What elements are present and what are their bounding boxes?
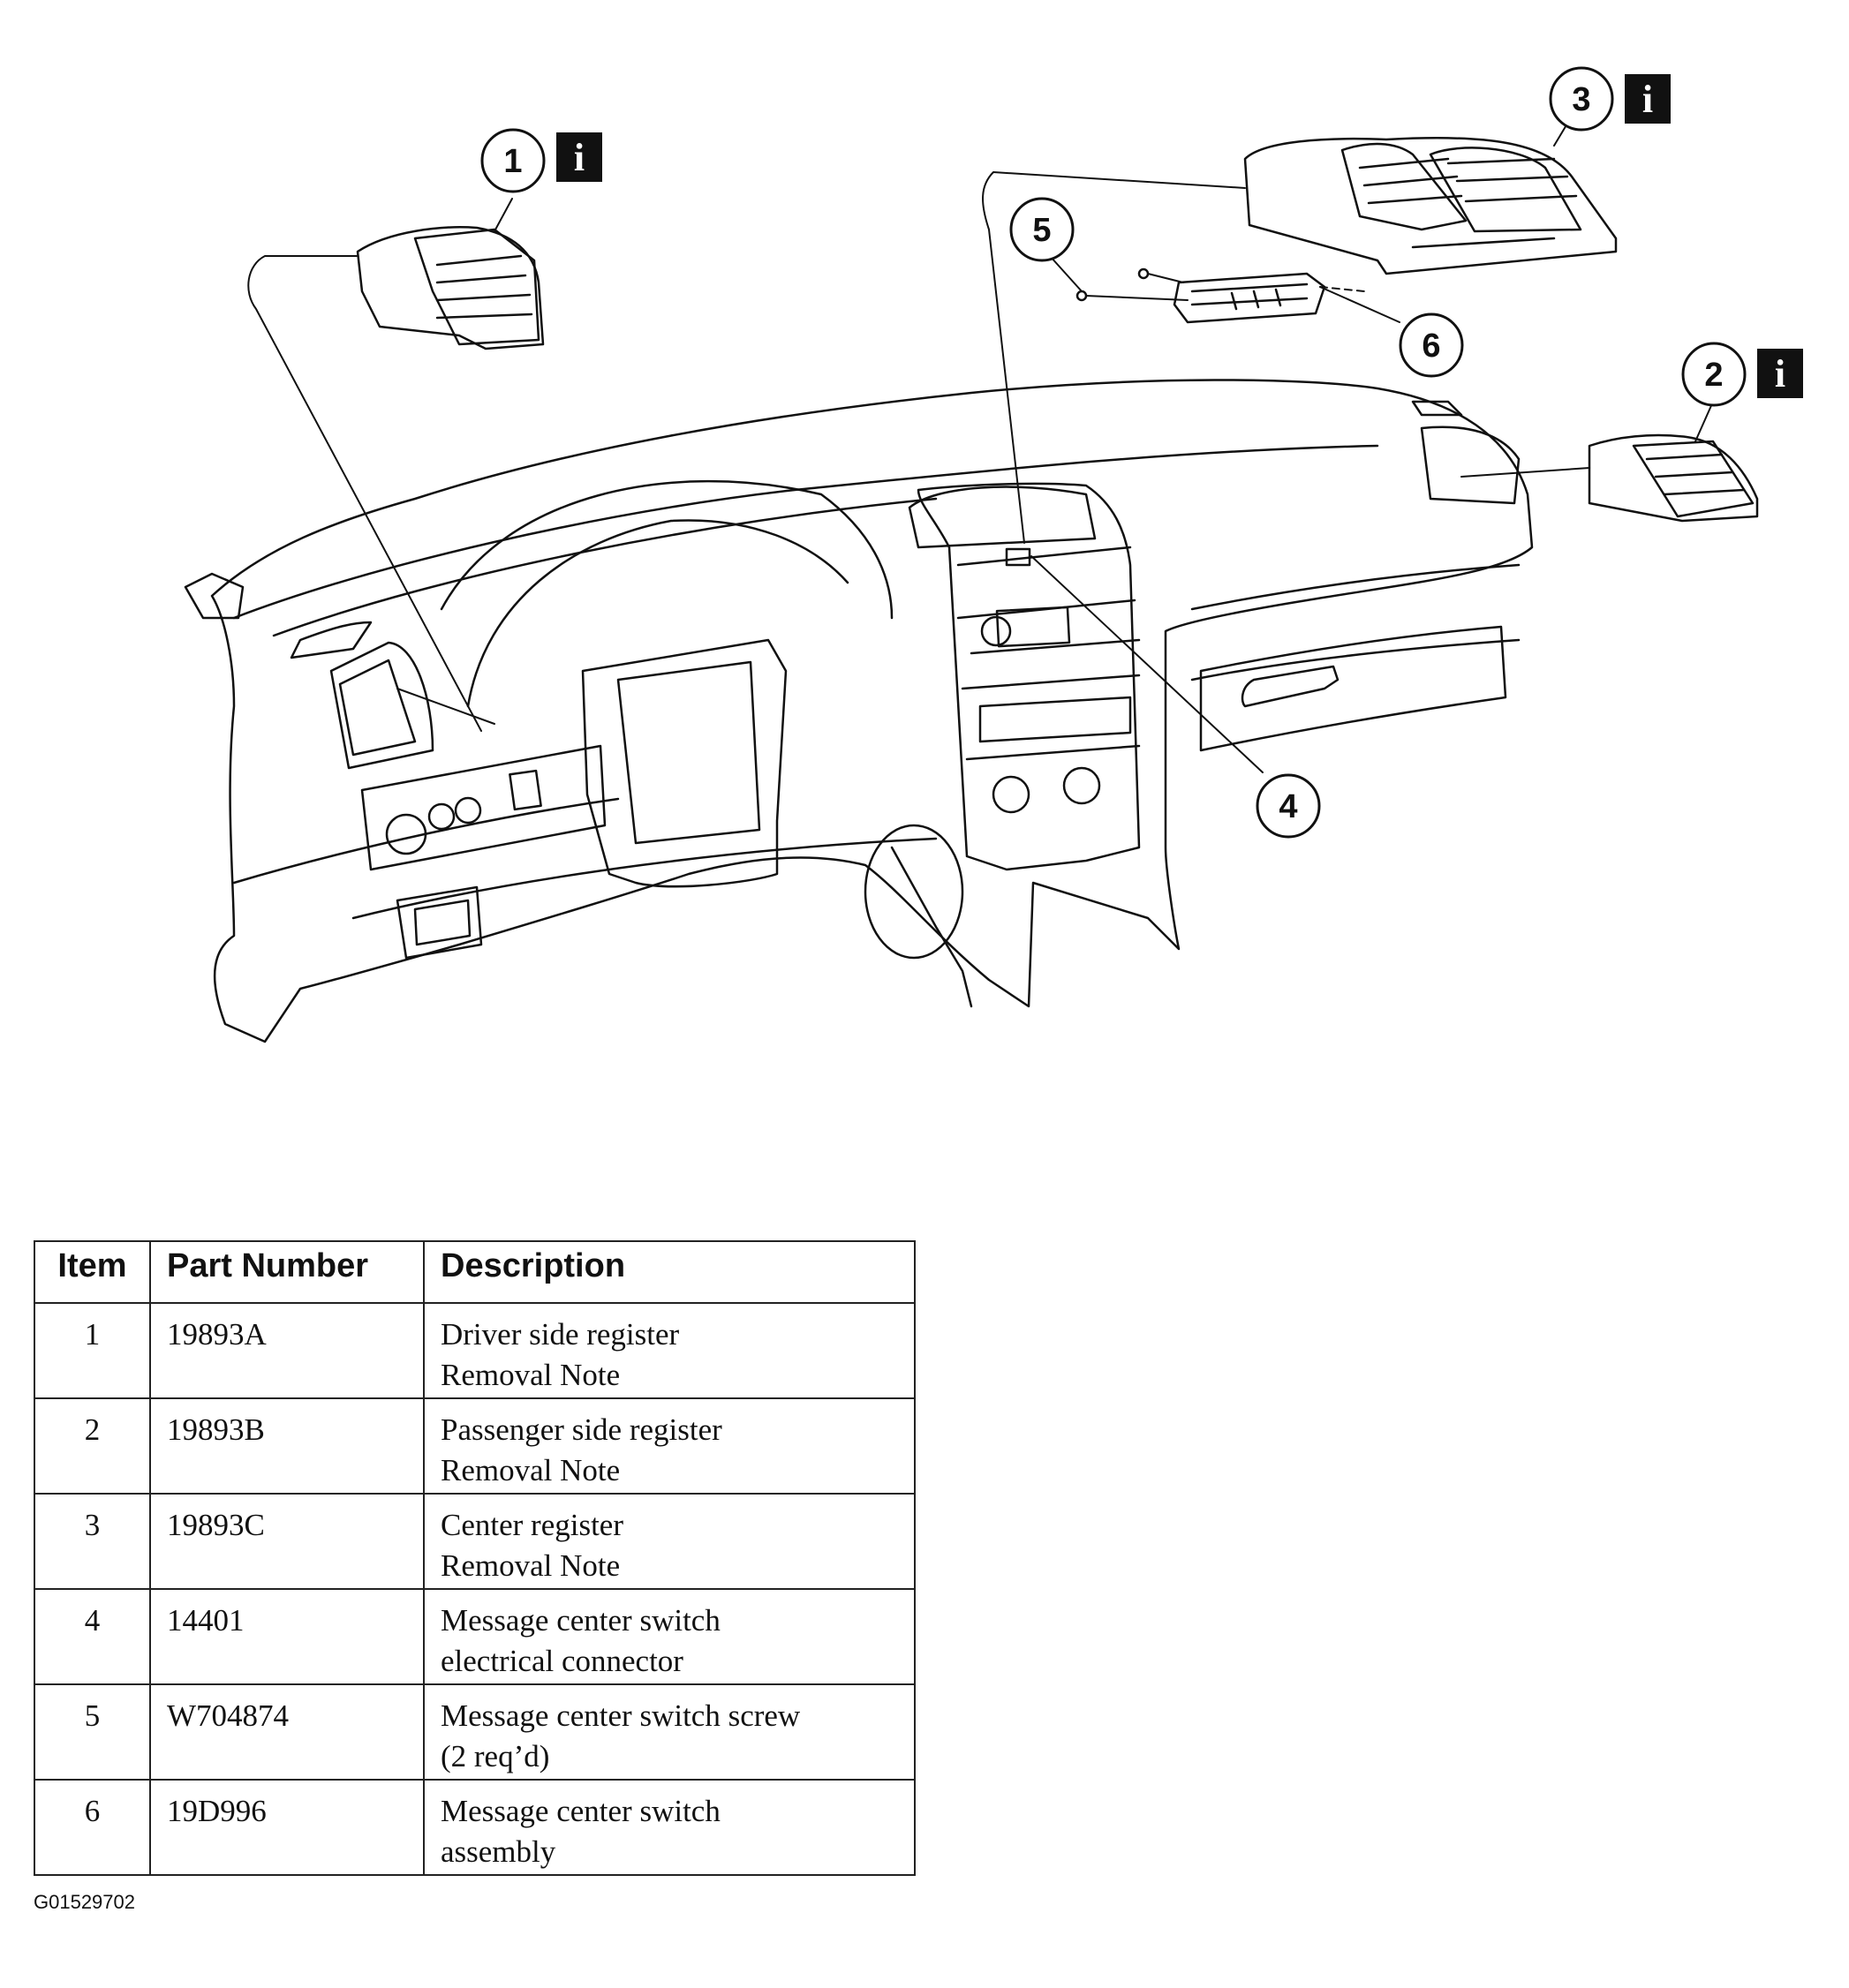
info-icon-glyph: i — [1642, 78, 1653, 121]
description-line: Center register — [441, 1508, 623, 1542]
header-item: Item — [34, 1240, 151, 1304]
cell-description: Center register Removal Note — [423, 1493, 916, 1590]
callout-3: 3 i — [1549, 66, 1671, 132]
cell-item: 2 — [34, 1397, 151, 1495]
callout-6-number: 6 — [1422, 328, 1440, 365]
cell-part-number: 19D996 — [149, 1779, 425, 1876]
callout-3-number: 3 — [1572, 81, 1590, 118]
description-line: Message center switch — [441, 1603, 721, 1638]
description-line: Passenger side register — [441, 1412, 722, 1447]
table-row: 5 W704874 Message center switch screw (2… — [34, 1683, 916, 1781]
table-row: 6 19D996 Message center switch assembly — [34, 1779, 916, 1876]
info-icon — [1625, 74, 1671, 124]
cell-item: 1 — [34, 1302, 151, 1399]
instrument-panel-diagram: 1 i 2 i 3 i 4 5 6 — [184, 66, 1803, 1043]
callout-5: 5 — [1009, 197, 1075, 262]
callout-6: 6 — [1399, 313, 1464, 378]
parts-table: Item Part Number Description 1 19893A Dr… — [34, 1240, 916, 1876]
table-header-row: Item Part Number Description — [34, 1240, 916, 1304]
description-line: Driver side register — [441, 1317, 680, 1352]
callout-2-number: 2 — [1704, 357, 1723, 394]
message-center-switch-connector — [1005, 547, 1031, 567]
callout-1-number: 1 — [503, 143, 522, 180]
cell-item: 4 — [34, 1588, 151, 1685]
info-icon-glyph: i — [574, 136, 585, 179]
header-part-number: Part Number — [149, 1240, 425, 1304]
cell-description: Message center switch screw (2 req’d) — [423, 1683, 916, 1781]
cell-description: Passenger side register Removal Note — [423, 1397, 916, 1495]
passenger-side-register — [1588, 433, 1759, 523]
callout-4-number: 4 — [1279, 788, 1297, 825]
description-line: Message center switch — [441, 1794, 721, 1828]
cell-part-number: W704874 — [149, 1683, 425, 1781]
description-line: assembly — [441, 1834, 556, 1869]
callout-1: 1 i — [480, 128, 602, 193]
cell-description: Driver side register Removal Note — [423, 1302, 916, 1399]
instrument-panel — [184, 379, 1534, 1043]
description-line: Removal Note — [441, 1453, 621, 1487]
description-line: electrical connector — [441, 1644, 683, 1678]
cell-part-number: 19893C — [149, 1493, 425, 1590]
cell-item: 3 — [34, 1493, 151, 1590]
header-description: Description — [423, 1240, 916, 1304]
leader-lines — [247, 101, 1714, 773]
description-line: Message center switch screw — [441, 1698, 801, 1733]
figure-id: G01529702 — [34, 1891, 135, 1913]
info-icon — [1757, 349, 1803, 398]
message-center-switch-assembly — [1173, 272, 1326, 324]
cell-item: 5 — [34, 1683, 151, 1781]
callout-4: 4 — [1256, 773, 1321, 839]
table-row: 3 19893C Center register Removal Note — [34, 1493, 916, 1590]
callout-2: 2 i — [1681, 342, 1803, 407]
driver-side-register — [356, 226, 545, 350]
description-line: Removal Note — [441, 1358, 621, 1392]
cell-item: 6 — [34, 1779, 151, 1876]
description-line: Removal Note — [441, 1548, 621, 1583]
table-row: 1 19893A Driver side register Removal No… — [34, 1302, 916, 1399]
callout-5-number: 5 — [1032, 212, 1051, 249]
cell-part-number: 14401 — [149, 1588, 425, 1685]
cell-description: Message center switch assembly — [423, 1779, 916, 1876]
table-row: 2 19893B Passenger side register Removal… — [34, 1397, 916, 1495]
center-register — [1243, 136, 1618, 275]
cell-part-number: 19893A — [149, 1302, 425, 1399]
cell-description: Message center switch electrical connect… — [423, 1588, 916, 1685]
cell-part-number: 19893B — [149, 1397, 425, 1495]
info-icon-glyph: i — [1775, 352, 1785, 395]
description-line: (2 req’d) — [441, 1739, 550, 1773]
table-row: 4 14401 Message center switch electrical… — [34, 1588, 916, 1685]
info-icon — [556, 132, 602, 182]
